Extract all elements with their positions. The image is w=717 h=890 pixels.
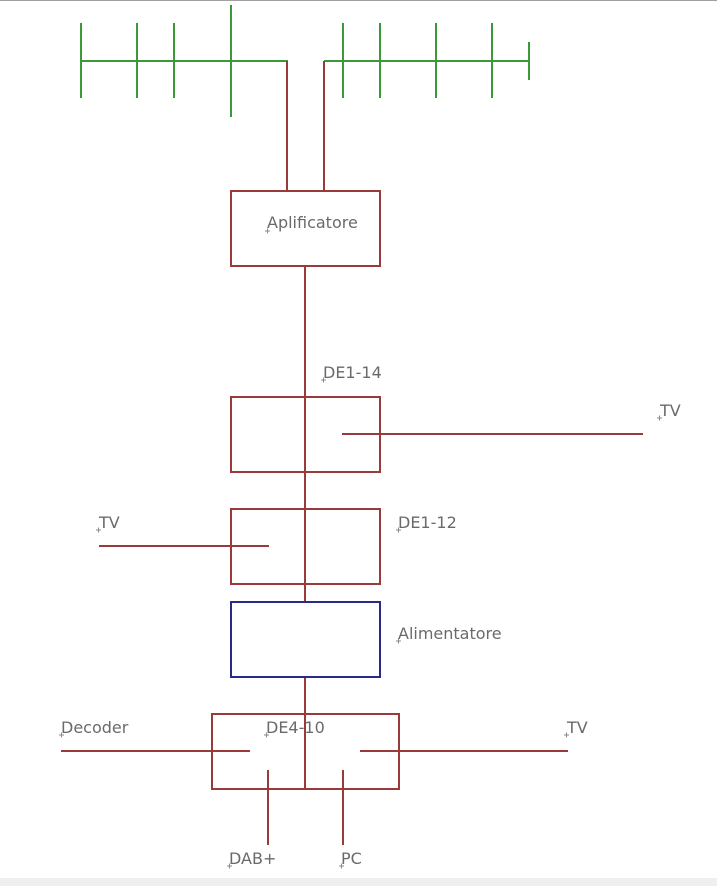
amplifier-label: Aplificatore <box>267 213 358 232</box>
power-supply-label: Alimentatore <box>398 624 502 643</box>
dab-label: DAB+ <box>229 849 276 868</box>
antenna-cables <box>286 61 325 191</box>
bottom-strip <box>0 878 717 886</box>
top-border <box>0 0 717 1</box>
label-anchor-marks <box>59 228 662 869</box>
antenna-left <box>80 5 288 117</box>
splitter-top-label: DE1-14 <box>323 363 382 382</box>
splitter-mid-label: DE1-12 <box>398 513 457 532</box>
antenna-right <box>324 23 530 98</box>
splitter-bottom-label: DE4-10 <box>266 718 325 737</box>
tv-right-top-label: TV <box>659 401 681 420</box>
tv-right-bottom-label: TV <box>566 718 588 737</box>
decoder-label: Decoder <box>61 718 129 737</box>
power-supply-box <box>230 601 381 678</box>
splitter-bottom-outputs <box>61 750 568 845</box>
pc-label: PC <box>341 849 362 868</box>
tv-left-label: TV <box>98 513 120 532</box>
